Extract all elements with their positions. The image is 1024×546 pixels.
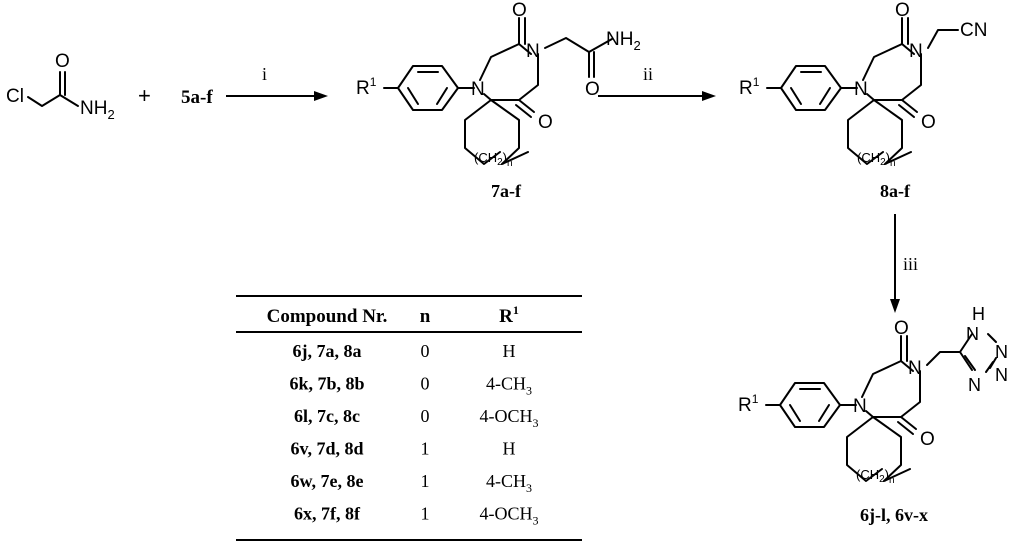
table-cell-r1: 4-CH3: [486, 471, 532, 495]
amide-nh2-label: NH2: [606, 29, 641, 53]
ch2n-label: (CH2)n: [474, 150, 513, 169]
tetrazole-nh-label: N: [966, 324, 979, 344]
table-cell-n: 1: [421, 471, 430, 491]
table-cell-n: 0: [421, 374, 430, 394]
table-cell-r1: H: [503, 341, 516, 361]
amine-label: NH2: [80, 98, 115, 122]
n4-label: N: [908, 358, 922, 379]
nitrile-label: CN: [960, 20, 987, 41]
n4-label: N: [526, 41, 540, 62]
chlorine-label: Cl: [6, 86, 24, 107]
tetrazole-n4-label: N: [968, 375, 981, 395]
table-cell-compound: 6j, 7a, 8a: [293, 341, 362, 361]
table-row: 6j, 7a, 8a 0 H: [293, 341, 516, 361]
n1-label: N: [853, 396, 867, 417]
r1-label: R1: [356, 75, 377, 99]
step-i-label: i: [262, 64, 267, 84]
table-cell-r1: H: [503, 439, 516, 459]
table-header-compound: Compound Nr.: [267, 306, 388, 327]
table-cell-n: 1: [421, 504, 430, 524]
carbonyl-o-top-label: O: [895, 0, 910, 21]
n1-label: N: [471, 79, 485, 100]
structure-7: N N O O O NH2 R1 (CH2)n: [356, 0, 641, 169]
table-cell-n: 1: [421, 439, 430, 459]
table-row: 6w, 7e, 8e 1 4-CH3: [291, 471, 532, 495]
table-cell-n: 0: [421, 341, 430, 361]
carbonyl-o-bottom-label: O: [921, 112, 936, 133]
carbonyl-o-top-label: O: [512, 0, 527, 21]
plus-sign: +: [138, 83, 151, 108]
compound-7-label: 7a-f: [491, 181, 522, 201]
tetrazole-n3-label: N: [995, 365, 1008, 385]
carbonyl-o-bottom-label: O: [538, 112, 553, 133]
compound-6-label: 6j-l, 6v-x: [860, 505, 928, 525]
table-cell-compound: 6l, 7c, 8c: [294, 406, 360, 426]
arrow-step-i: [226, 91, 328, 101]
table-cell-r1: 4-CH3: [486, 374, 532, 398]
tetrazole-n2-label: N: [995, 342, 1008, 362]
chloroacetamide: Cl O NH2: [6, 51, 115, 122]
step-iii-label: iii: [903, 254, 918, 274]
ch2n-label: (CH2)n: [856, 467, 895, 486]
table-row: 6v, 7d, 8d 1 H: [290, 439, 515, 459]
table-cell-compound: 6k, 7b, 8b: [289, 374, 364, 394]
table-row: 6l, 7c, 8c 0 4-OCH3: [294, 406, 538, 430]
carbonyl-o-bottom-label: O: [920, 429, 935, 450]
structure-8: N N O O CN R1 (CH2)n: [739, 0, 987, 169]
step-ii-label: ii: [643, 64, 653, 84]
ch2n-label: (CH2)n: [857, 150, 896, 169]
arrow-step-ii: [598, 91, 716, 101]
arrow-step-iii: [890, 214, 900, 313]
reactant-label-5a-f: 5a-f: [181, 87, 213, 108]
structure-6: N N O O R1 (CH2)n H N N N N: [738, 304, 1008, 486]
table-cell-compound: 6w, 7e, 8e: [291, 471, 364, 491]
table-cell-compound: 6v, 7d, 8d: [290, 439, 363, 459]
r1-label: R1: [738, 392, 759, 416]
n1-label: N: [854, 79, 868, 100]
table-cell-r1: 4-OCH3: [480, 406, 539, 430]
compound-8-label: 8a-f: [880, 181, 911, 201]
table-cell-r1: 4-OCH3: [480, 504, 539, 528]
table-header-n: n: [420, 306, 431, 327]
table-cell-n: 0: [421, 406, 430, 426]
table-header-r1: R1: [499, 303, 519, 327]
table-row: 6k, 7b, 8b 0 4-CH3: [289, 374, 532, 398]
tetrazole-h-label: H: [972, 304, 985, 324]
table-row: 6x, 7f, 8f 1 4-OCH3: [294, 504, 539, 528]
n4-label: N: [909, 41, 923, 62]
table-cell-compound: 6x, 7f, 8f: [294, 504, 361, 524]
r1-label: R1: [739, 75, 760, 99]
oxygen-label: O: [55, 51, 70, 72]
carbonyl-o-top-label: O: [894, 318, 909, 339]
amide-o-label: O: [585, 79, 600, 100]
